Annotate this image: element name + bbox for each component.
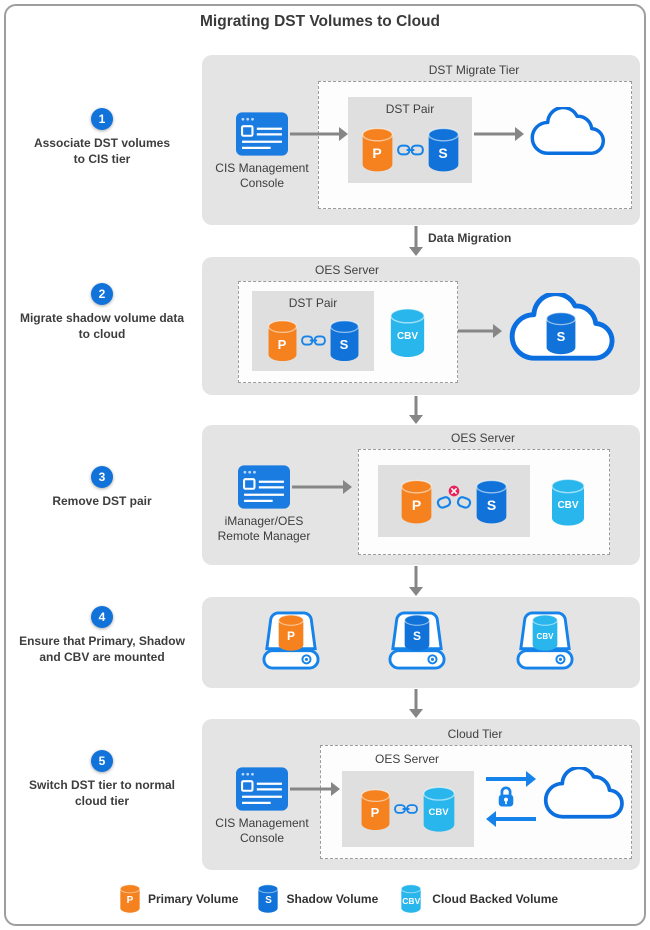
dst-pair-label: DST Pair: [385, 102, 435, 116]
cbv-cylinder: CBV: [550, 478, 586, 526]
legend-label: Shadow Volume: [286, 891, 379, 906]
step-2-badge: 2: [91, 283, 113, 305]
cloud-icon: [540, 767, 626, 825]
console-caption: CIS Management Console: [215, 161, 309, 190]
cbv-volume-icon: CBV: [396, 884, 426, 913]
step-5-badge: 5: [91, 750, 113, 772]
console-caption: CIS Management Console: [215, 816, 309, 845]
legend-label: Cloud Backed Volume: [432, 891, 559, 906]
step-connector-arrow: [408, 566, 424, 596]
step-connector-arrow: [408, 689, 424, 718]
step-2-label: Migrate shadow volume data: [19, 311, 185, 325]
cloud-icon: [528, 107, 606, 161]
shadow-volume-cylinder: S: [403, 614, 431, 651]
console-to-pair-arrow: [290, 126, 348, 142]
cis-management-console: CIS Management Console: [208, 767, 316, 846]
cbv-cylinder: CBV: [531, 614, 559, 651]
panel-step-1: DST Migrate Tier CIS Management Console …: [202, 55, 640, 225]
broken-link-icon: [436, 485, 472, 509]
cbv-cylinder: CBV: [421, 786, 457, 832]
mounted-drive-cbv: CBV: [516, 610, 574, 677]
pair-to-cloud-arrow: [474, 126, 524, 142]
cloud-with-shadow-volume: S: [504, 293, 618, 369]
step-1-label: Associate DST volumes: [33, 136, 171, 150]
panel-step-2: OES Server DST Pair P S CBV S: [202, 257, 640, 395]
panel-step-3: OES Server iManager/OES Remote Manager P…: [202, 425, 640, 565]
imanager-console: iManager/OES Remote Manager: [210, 465, 318, 544]
step-3-label: Remove DST pair: [52, 494, 152, 508]
console-to-server-arrow: [290, 781, 340, 797]
legend-item-primary: P Primary Volume: [118, 884, 238, 913]
cloud-tier-label: Cloud Tier: [447, 727, 503, 741]
panel-step-4: P S CBV: [202, 597, 640, 688]
to-cloud-arrow: [458, 323, 502, 339]
primary-volume-cylinder: P: [277, 614, 305, 651]
primary-volume-cylinder: P: [267, 318, 298, 363]
shadow-volume-icon: S: [256, 884, 280, 913]
step-3-badge: 3: [91, 466, 113, 488]
oes-server-label: OES Server: [450, 431, 516, 445]
console-window-icon: [236, 112, 288, 156]
mounted-drive-primary: P: [262, 610, 320, 677]
data-migration-arrow: [408, 226, 424, 256]
mounted-drive-shadow: S: [388, 610, 446, 677]
step-4-badge: 4: [91, 606, 113, 628]
console-window-icon: [236, 767, 288, 811]
shadow-volume-cylinder: S: [545, 311, 577, 355]
unlinked-pair-box: P S: [378, 465, 530, 537]
oes-server-label: OES Server: [314, 263, 380, 277]
shadow-volume-cylinder: S: [329, 318, 360, 363]
step-connector-arrow: [408, 396, 424, 424]
legend-item-cbv: CBV Cloud Backed Volume: [396, 884, 558, 913]
shadow-volume-cylinder: S: [475, 478, 508, 525]
link-icon: [397, 143, 424, 157]
oes-server-label: OES Server: [374, 752, 440, 766]
console-to-server-arrow: [292, 479, 352, 495]
legend-label: Primary Volume: [148, 891, 239, 906]
shadow-volume-cylinder: S: [427, 126, 460, 173]
link-icon: [394, 803, 418, 815]
primary-volume-icon: P: [118, 884, 142, 913]
step-3: 3 Remove DST pair: [8, 466, 196, 509]
step-1-badge: 1: [91, 108, 113, 130]
console-caption: iManager/OES Remote Manager: [217, 514, 311, 543]
lock-icon: [496, 783, 516, 809]
download-from-cloud-arrow: [486, 811, 536, 827]
primary-volume-cylinder: P: [400, 478, 433, 525]
cbv-cylinder: CBV: [389, 307, 426, 358]
dst-migrate-tier-label: DST Migrate Tier: [428, 63, 520, 77]
link-icon: [301, 334, 326, 347]
primary-volume-cylinder: P: [360, 787, 391, 832]
cloud-pair-box: P CBV: [342, 771, 474, 847]
dst-pair-label: DST Pair: [288, 296, 338, 310]
data-migration-label: Data Migration: [428, 231, 512, 245]
page-title: Migrating DST Volumes to Cloud: [200, 13, 440, 30]
legend: P Primary Volume S Shadow Volume CBV Clo…: [118, 884, 558, 913]
step-5-label: Switch DST tier to normal: [28, 778, 175, 792]
step-4-label: Ensure that Primary, Shadow: [19, 634, 185, 648]
dst-pair-box: DST Pair P S: [348, 97, 472, 183]
dst-pair-box: DST Pair P S: [252, 291, 374, 371]
cis-management-console: CIS Management Console: [208, 112, 316, 191]
primary-volume-cylinder: P: [361, 126, 394, 173]
console-window-icon: [238, 465, 290, 509]
legend-item-shadow: S Shadow Volume: [256, 884, 378, 913]
panel-step-5: Cloud Tier OES Server CIS Management Con…: [202, 719, 640, 870]
